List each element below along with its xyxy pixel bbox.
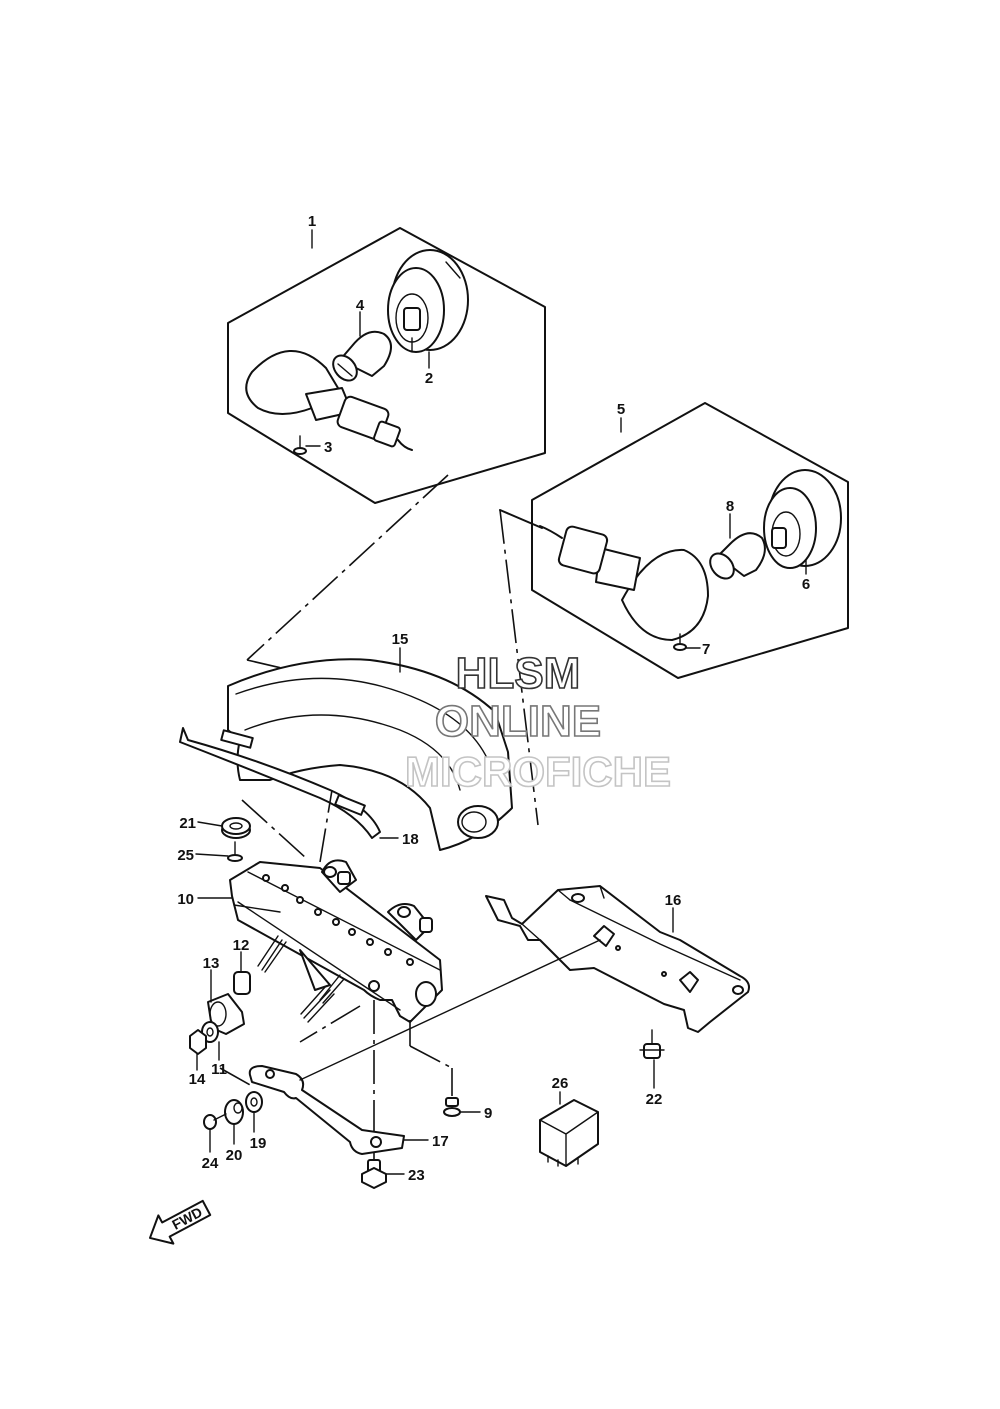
washer-19 [245, 1091, 263, 1113]
callout-20[interactable]: 20 [226, 1147, 243, 1164]
callout-26[interactable]: 26 [552, 1075, 569, 1092]
callout-12[interactable]: 12 [233, 937, 250, 954]
grommet-21 [221, 817, 251, 839]
callout-18[interactable]: 18 [402, 831, 419, 848]
callout-13[interactable]: 13 [203, 955, 220, 972]
callout-10[interactable]: 10 [177, 891, 194, 908]
screw-24 [203, 1113, 227, 1130]
callout-leaders [195, 229, 807, 1175]
callout-4[interactable]: 4 [356, 297, 365, 314]
callout-24[interactable]: 24 [202, 1155, 219, 1172]
callout-17[interactable]: 17 [432, 1133, 449, 1150]
callout-22[interactable]: 22 [646, 1091, 663, 1108]
clip-22 [639, 1029, 665, 1059]
bracket-16 [299, 885, 750, 1081]
socket-housing-6 [763, 469, 842, 569]
callout-21[interactable]: 21 [179, 815, 196, 832]
callout-6[interactable]: 6 [802, 576, 810, 593]
assembly-leaders [246, 474, 539, 826]
callout-19[interactable]: 19 [250, 1135, 267, 1152]
bracket-10 [229, 859, 443, 1023]
fwd-arrow: FWD [148, 1199, 212, 1245]
lens-body-left [245, 350, 413, 451]
watermark-microfiche: MICROFICHE [405, 748, 671, 795]
callout-23[interactable]: 23 [408, 1167, 425, 1184]
bolt-9 [443, 1097, 461, 1117]
damper-13 [207, 993, 245, 1035]
callout-16[interactable]: 16 [665, 892, 682, 909]
relay-26 [539, 1099, 599, 1167]
callout-11[interactable]: 11 [211, 1061, 227, 1078]
callout-1[interactable]: 1 [308, 213, 316, 230]
turn-signal-assembly-left [227, 227, 546, 504]
callout-7[interactable]: 7 [702, 641, 710, 658]
screw-7 [673, 633, 687, 651]
spacer-strip-18 [179, 727, 381, 839]
socket-housing-2 [387, 249, 469, 353]
rear-fender-15 [227, 658, 513, 851]
nut-14 [189, 1029, 207, 1055]
callout-8[interactable]: 8 [726, 498, 734, 515]
callout-25[interactable]: 25 [177, 847, 194, 864]
bulb-4 [332, 330, 392, 382]
callout-3[interactable]: 3 [324, 439, 332, 456]
bulb-8 [709, 532, 766, 580]
watermark-online: ONLINE [435, 697, 601, 746]
cushion-12 [233, 971, 251, 995]
watermark-hlsm: HLSM [456, 649, 581, 698]
callout-14[interactable]: 14 [189, 1071, 206, 1088]
lower-bracket-17 [248, 1065, 405, 1155]
screw-25 [227, 841, 243, 862]
callout-2[interactable]: 2 [425, 370, 433, 387]
lens-body-right [499, 509, 709, 641]
screw-3 [293, 435, 307, 455]
callout-15[interactable]: 15 [392, 631, 409, 648]
callout-numbers: 1 4 2 3 5 8 6 7 15 18 21 25 10 12 13 11 … [177, 213, 810, 1184]
watermark: HLSM ONLINE MICROFICHE [404, 648, 672, 796]
turn-signal-assembly-right [499, 402, 849, 679]
collar-20 [224, 1099, 244, 1125]
callout-5[interactable]: 5 [617, 401, 625, 418]
bolt-23 [361, 1159, 387, 1189]
callout-9[interactable]: 9 [484, 1105, 492, 1122]
